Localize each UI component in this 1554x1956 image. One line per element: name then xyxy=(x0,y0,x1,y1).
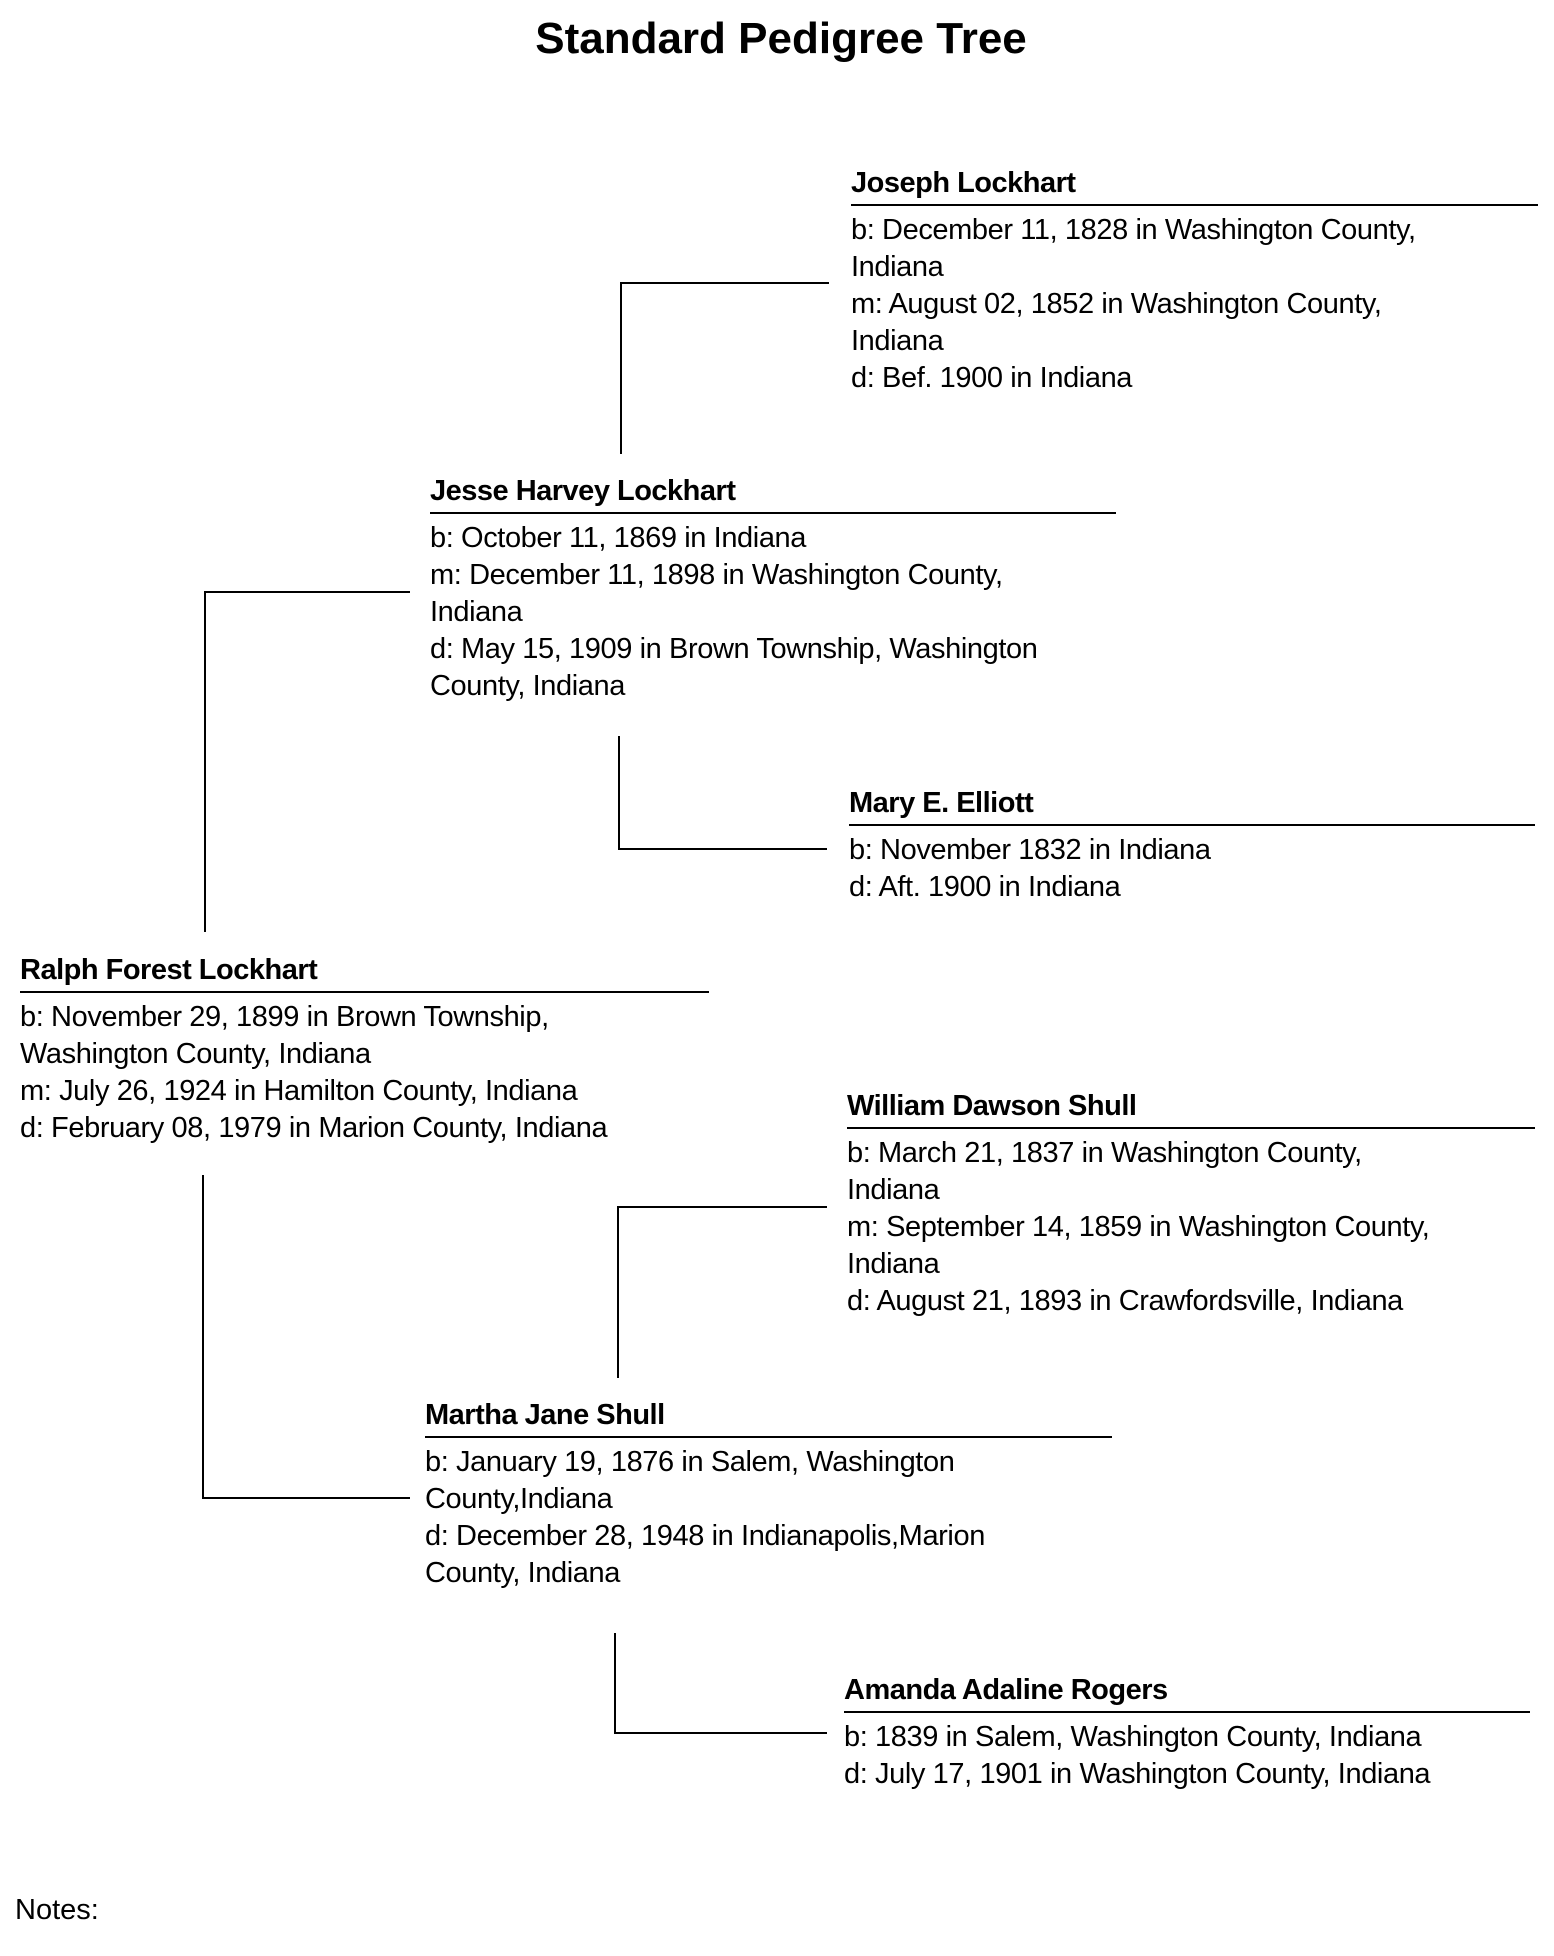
detail-line: Indiana xyxy=(851,251,944,283)
marriage-line: m: September 14, 1859 in Washington Coun… xyxy=(847,1211,1430,1243)
connector-line xyxy=(618,848,827,850)
person-name: Mary E. Elliott xyxy=(849,787,1034,819)
connector-line xyxy=(620,282,622,454)
detail-line: Indiana xyxy=(847,1174,940,1206)
detail-line: Washington County, Indiana xyxy=(20,1038,371,1070)
connector-line xyxy=(618,736,620,850)
name-underline xyxy=(849,824,1535,826)
death-line: d: Aft. 1900 in Indiana xyxy=(849,871,1121,903)
person-name: Joseph Lockhart xyxy=(851,167,1076,199)
connector-line xyxy=(202,1175,204,1499)
person-ralph-forest-lockhart: Ralph Forest Lockhart b: November 29, 18… xyxy=(20,952,709,1147)
connector-line xyxy=(617,1206,619,1378)
name-underline xyxy=(425,1436,1112,1438)
marriage-line: m: December 11, 1898 in Washington Count… xyxy=(430,559,1003,591)
detail-line: Indiana xyxy=(851,325,944,357)
person-william-dawson-shull: William Dawson Shull b: March 21, 1837 i… xyxy=(847,1088,1535,1320)
birth-line: b: 1839 in Salem, Washington County, Ind… xyxy=(844,1721,1422,1753)
birth-line: b: October 11, 1869 in Indiana xyxy=(430,522,807,554)
person-joseph-lockhart: Joseph Lockhart b: December 11, 1828 in … xyxy=(851,165,1538,397)
person-name: Amanda Adaline Rogers xyxy=(844,1674,1168,1706)
birth-line: b: March 21, 1837 in Washington County, xyxy=(847,1137,1362,1169)
connector-line xyxy=(621,282,829,284)
name-underline xyxy=(430,512,1116,514)
connector-line xyxy=(204,591,206,932)
connector-line xyxy=(202,1497,410,1499)
detail-line: County,Indiana xyxy=(425,1483,613,1515)
name-underline xyxy=(847,1127,1535,1129)
death-line: d: May 15, 1909 in Brown Township, Washi… xyxy=(430,633,1038,665)
marriage-line: m: July 26, 1924 in Hamilton County, Ind… xyxy=(20,1075,578,1107)
person-jesse-harvey-lockhart: Jesse Harvey Lockhart b: October 11, 186… xyxy=(430,473,1116,705)
person-martha-jane-shull: Martha Jane Shull b: January 19, 1876 in… xyxy=(425,1397,1112,1592)
name-underline xyxy=(844,1711,1530,1713)
detail-line: Indiana xyxy=(847,1248,940,1280)
death-line: d: August 21, 1893 in Crawfordsville, In… xyxy=(847,1285,1403,1317)
death-line: d: Bef. 1900 in Indiana xyxy=(851,362,1133,394)
person-amanda-adaline-rogers: Amanda Adaline Rogers b: 1839 in Salem, … xyxy=(844,1672,1530,1793)
person-name: Martha Jane Shull xyxy=(425,1399,665,1431)
person-mary-e-elliott: Mary E. Elliott b: November 1832 in Indi… xyxy=(849,785,1535,906)
detail-line: Indiana xyxy=(430,596,523,628)
name-underline xyxy=(851,204,1538,206)
person-name: Jesse Harvey Lockhart xyxy=(430,475,736,507)
notes-label: Notes: xyxy=(15,1894,99,1926)
birth-line: b: December 11, 1828 in Washington Count… xyxy=(851,214,1416,246)
marriage-line: m: August 02, 1852 in Washington County, xyxy=(851,288,1382,320)
person-name: William Dawson Shull xyxy=(847,1090,1137,1122)
death-line: d: February 08, 1979 in Marion County, I… xyxy=(20,1112,608,1144)
death-line: d: December 28, 1948 in Indianapolis,Mar… xyxy=(425,1520,985,1552)
connector-line xyxy=(618,1206,827,1208)
page-title: Standard Pedigree Tree xyxy=(535,14,1027,63)
death-line: d: July 17, 1901 in Washington County, I… xyxy=(844,1758,1431,1790)
detail-line: County, Indiana xyxy=(425,1557,620,1589)
birth-line: b: November 1832 in Indiana xyxy=(849,834,1211,866)
person-name: Ralph Forest Lockhart xyxy=(20,954,318,986)
birth-line: b: January 19, 1876 in Salem, Washington xyxy=(425,1446,955,1478)
connector-line xyxy=(205,591,410,593)
connector-line xyxy=(614,1732,827,1734)
detail-line: County, Indiana xyxy=(430,670,625,702)
name-underline xyxy=(20,991,709,993)
connector-line xyxy=(614,1633,616,1734)
birth-line: b: November 29, 1899 in Brown Township, xyxy=(20,1001,549,1033)
